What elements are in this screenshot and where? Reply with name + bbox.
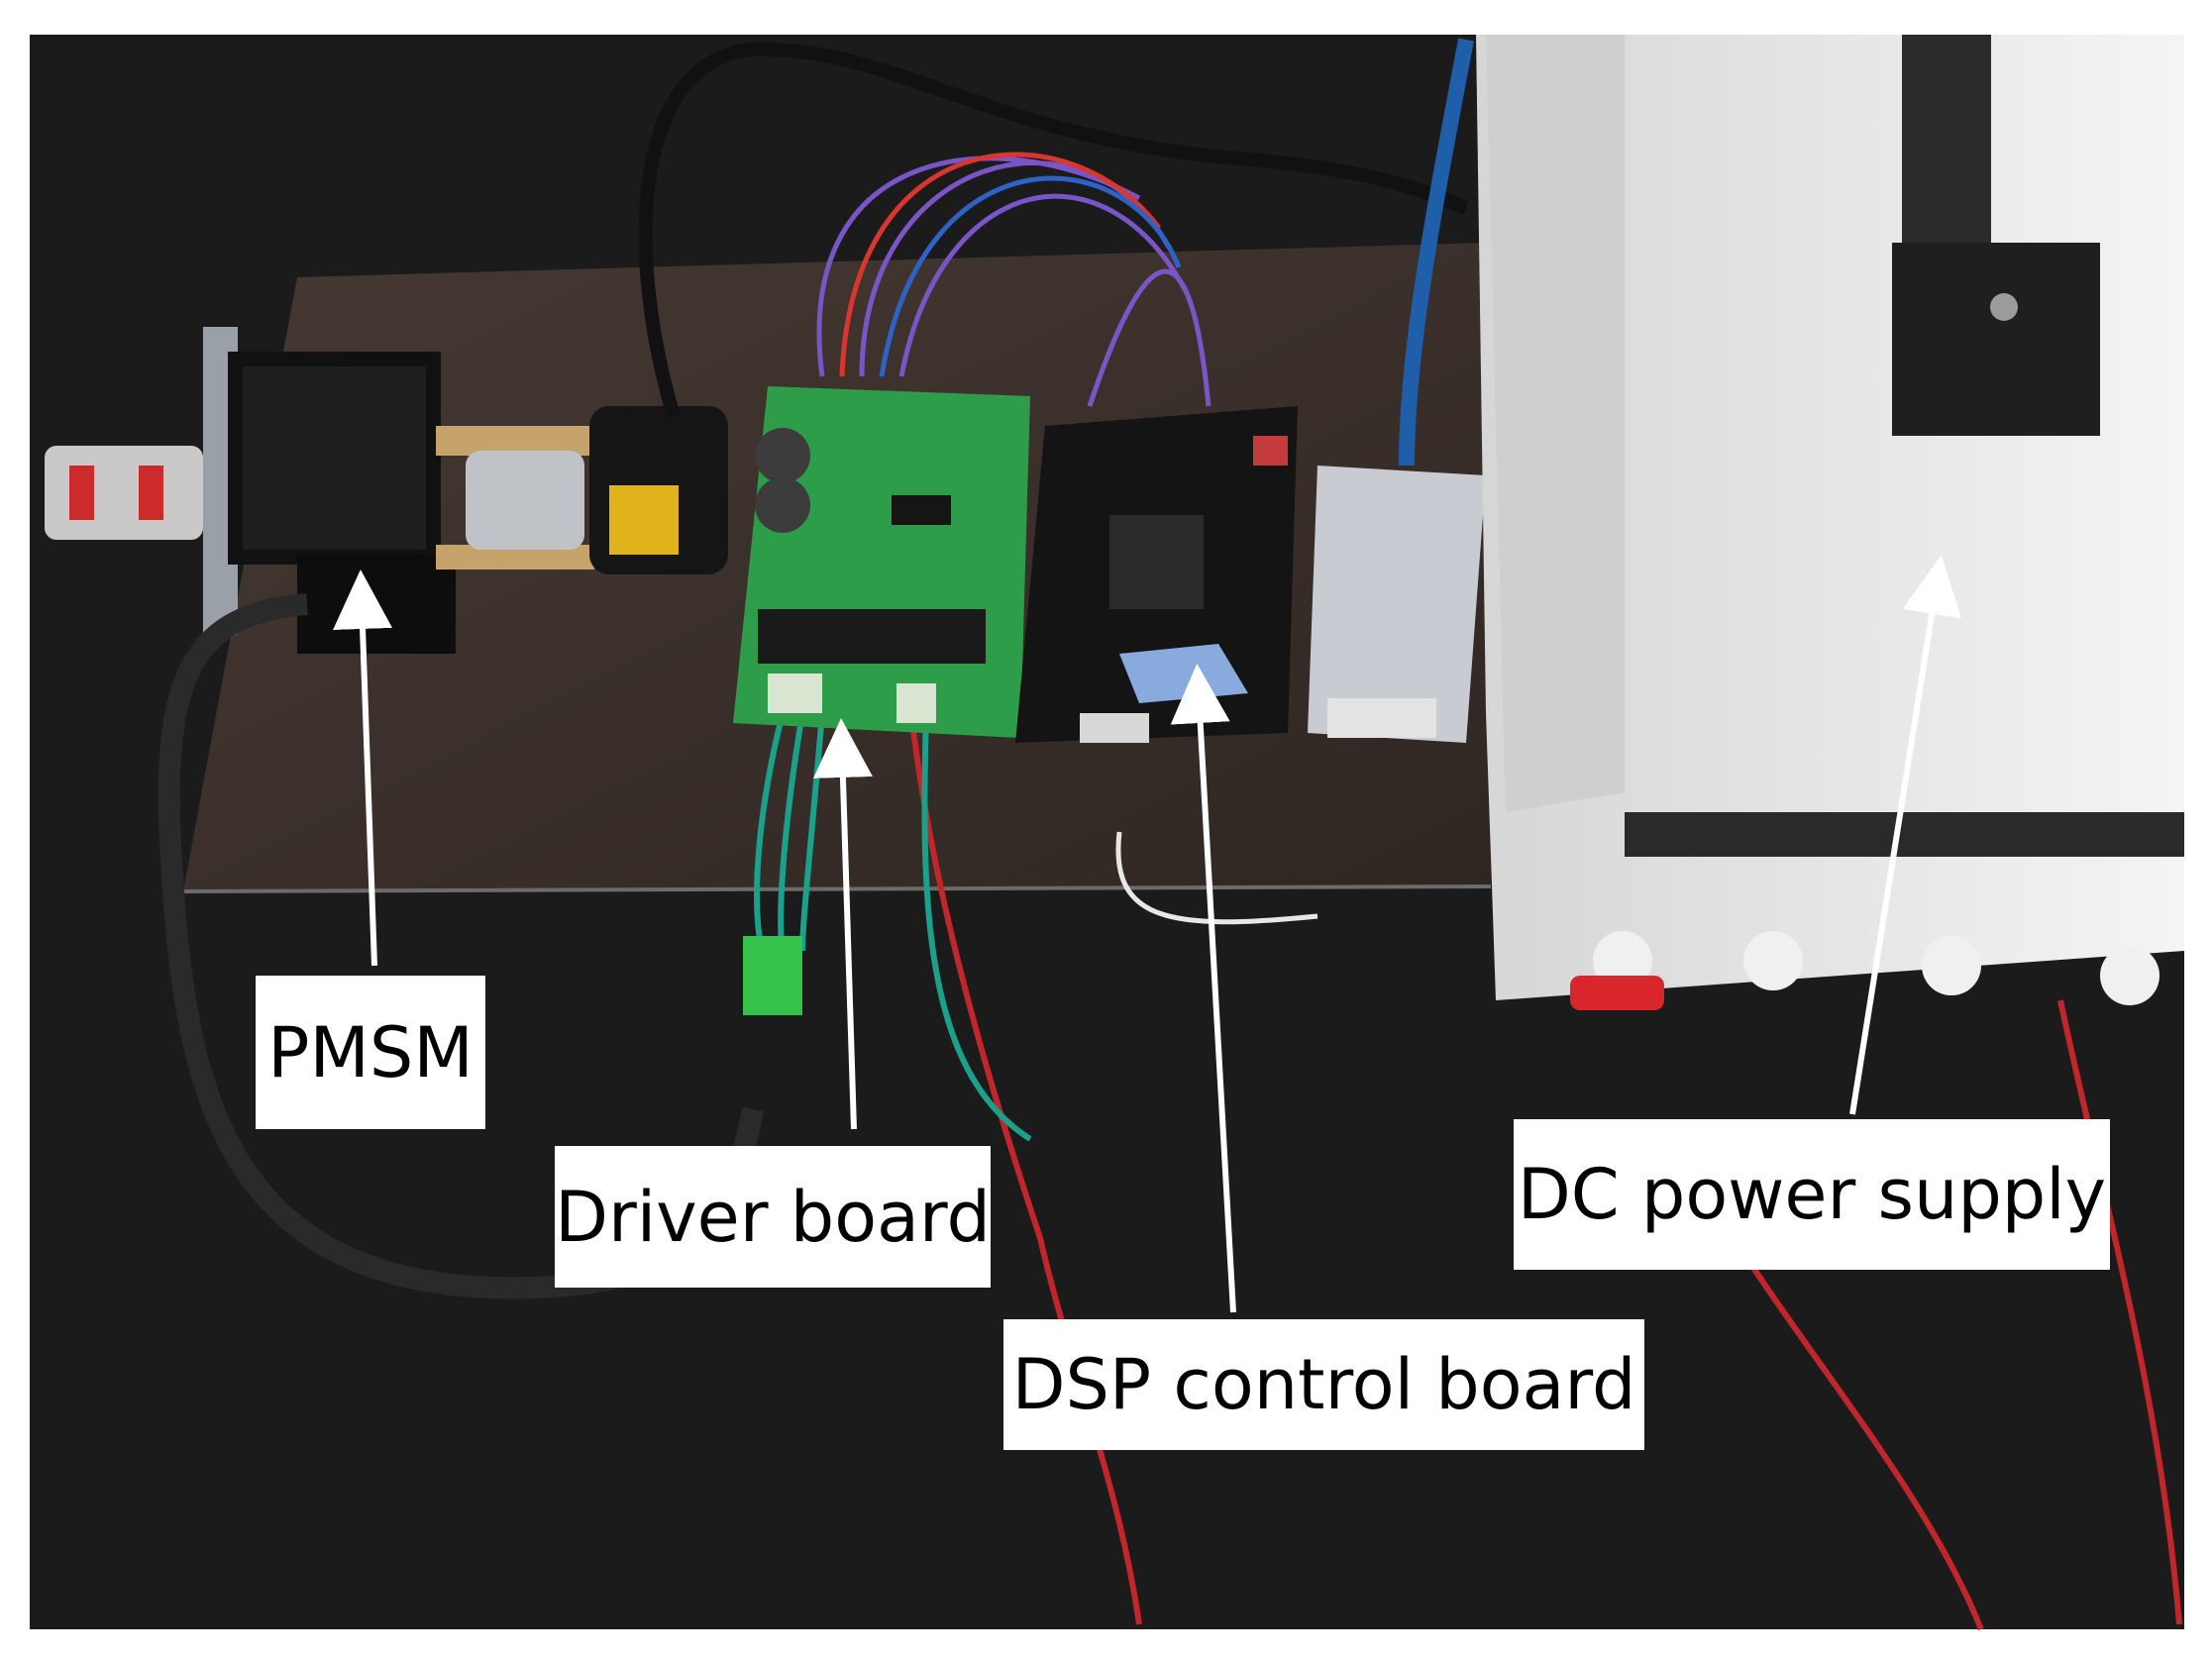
driver-board [733, 386, 1030, 1015]
signal-wire-red [839, 152, 1161, 377]
power-wire-red-2 [1750, 1266, 1984, 1631]
power-wire-red [908, 712, 1142, 1625]
label-driver-board: Driver board [555, 1146, 991, 1288]
arrow-pmsm [333, 570, 393, 967]
label-dc-power-supply: DC power supply [1514, 1119, 2110, 1270]
arrow-dc-power-supply [1849, 555, 1961, 1115]
arrow-driver-board [812, 718, 873, 1130]
emulator-box [1308, 466, 1486, 743]
label-dsp-control-board: DSP control board [1003, 1319, 1644, 1450]
signal-wire-white [1115, 831, 1318, 925]
ribbon-wires [816, 156, 1211, 407]
encoder-cable-black [638, 42, 1469, 418]
dc-power-supply [1476, 35, 2184, 1010]
usb-cable-blue [1399, 38, 1474, 467]
ground-wire-green [921, 712, 1032, 1142]
arrow-dsp-control-board [1170, 664, 1236, 1313]
board-edge [182, 884, 1492, 893]
signal-wire-blue [879, 175, 1182, 377]
power-wire-red-3 [2057, 999, 2182, 1625]
dsp-control-board [1015, 406, 1298, 743]
pmsm-motor [45, 327, 728, 654]
label-pmsm: PMSM [256, 976, 485, 1129]
